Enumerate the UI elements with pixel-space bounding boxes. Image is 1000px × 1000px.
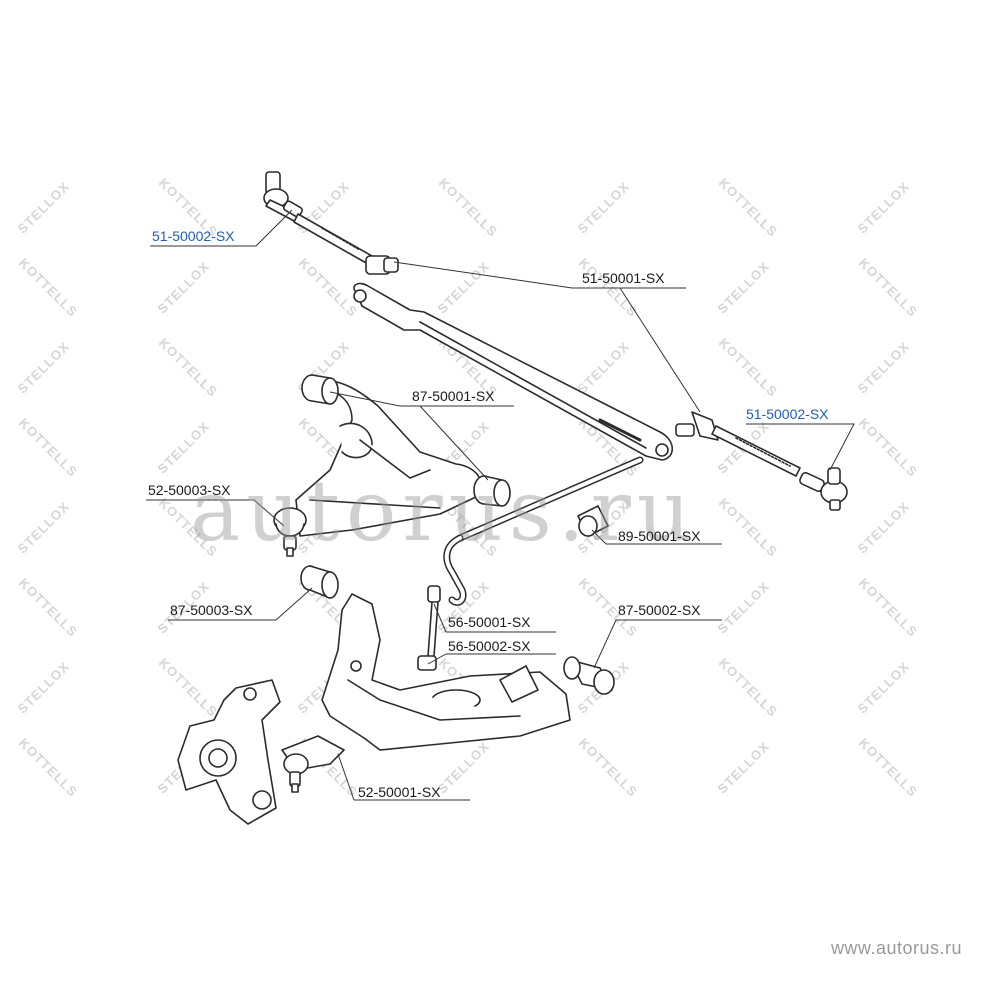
leader-stabilizer-bushing-b <box>591 529 607 545</box>
label-tie-rod-end-left[interactable]: 51-50002-SX <box>152 228 235 244</box>
leader-upper-arm-bushing-b <box>329 391 401 407</box>
leader-lower-ball-joint-b <box>337 753 355 801</box>
label-stabilizer-bushing[interactable]: 89-50001-SX <box>618 528 701 544</box>
lower-arm-bushing-rear-part[interactable] <box>563 656 615 695</box>
label-lower-ball-joint[interactable]: 52-50001-SX <box>358 784 441 800</box>
tie-rod-inner-left-part[interactable] <box>293 213 399 275</box>
center-link-part[interactable] <box>353 282 674 461</box>
leader-tie-rod-end-right <box>746 423 855 471</box>
leader-lines <box>146 209 855 801</box>
label-upper-ball-joint[interactable]: 52-50003-SX <box>148 482 231 498</box>
stabilizer-bar-part[interactable] <box>443 456 644 606</box>
tie-rod-inner-right-part[interactable] <box>675 411 801 477</box>
leader-tie-rod-a <box>393 261 573 289</box>
label-tie-rod[interactable]: 51-50001-SX <box>582 270 665 286</box>
label-upper-arm-bushing[interactable]: 87-50001-SX <box>412 388 495 404</box>
upper-control-arm-part[interactable] <box>295 379 483 537</box>
lower-ball-joint-part[interactable] <box>281 735 345 793</box>
steering-knuckle-part[interactable] <box>177 679 281 825</box>
stabilizer-link-part[interactable] <box>417 585 441 671</box>
label-stabilizer-link-b[interactable]: 56-50002-SX <box>448 638 531 654</box>
upper-ball-joint-part[interactable] <box>273 507 307 557</box>
leader-stabilizer-link-d <box>427 653 447 665</box>
leader-tie-rod-end-left <box>150 209 293 247</box>
tie-rod-end-left-part[interactable] <box>263 171 303 223</box>
lower-arm-bushing-front-part[interactable] <box>300 565 339 599</box>
leader-tie-rod-c <box>619 287 701 413</box>
label-lower-arm-bushing-front[interactable]: 87-50003-SX <box>170 602 253 618</box>
upper-arm-bushing-front-part[interactable] <box>301 374 339 405</box>
leader-lower-bushing-front <box>168 587 313 621</box>
lower-control-arm-part[interactable] <box>321 593 571 751</box>
label-stabilizer-link-a[interactable]: 56-50001-SX <box>448 614 531 630</box>
label-lower-arm-bushing-rear[interactable]: 87-50002-SX <box>618 602 701 618</box>
leader-upper-arm-bushing-c <box>419 405 489 481</box>
leader-lower-bushing-rear-b <box>593 619 617 669</box>
upper-arm-bushing-rear-part[interactable] <box>473 475 511 507</box>
site-url-text: www.autorus.ru <box>830 938 962 958</box>
leader-upper-ball-joint <box>146 499 285 527</box>
label-tie-rod-end-right[interactable]: 51-50002-SX <box>746 406 829 422</box>
leader-stabilizer-link-b <box>433 603 447 633</box>
tie-rod-end-right-part[interactable] <box>799 467 848 511</box>
